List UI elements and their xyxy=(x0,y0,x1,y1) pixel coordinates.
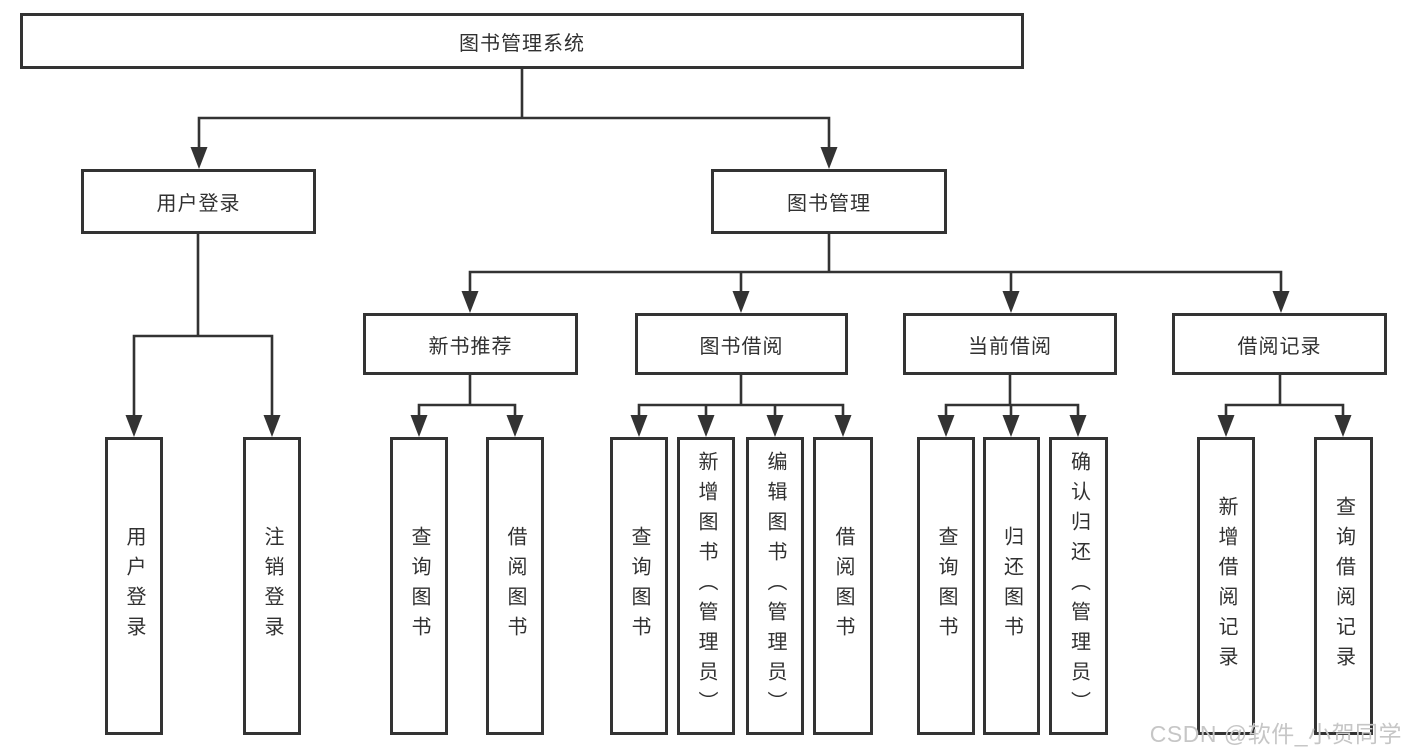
csdn-watermark: CSDN @软件_小贺同学 xyxy=(1149,721,1402,747)
node-current-borrowing: 当前借阅 xyxy=(903,313,1117,375)
node-label: 归还图书 xyxy=(1000,526,1023,646)
node-label: 新增图书（管理员） xyxy=(695,451,717,721)
node-label: 借阅记录 xyxy=(1237,335,1322,358)
leaf-add-borrow-record: 新增借阅记录 xyxy=(1197,437,1255,735)
leaf-query-borrow-record: 查询借阅记录 xyxy=(1314,437,1373,735)
node-label: 新书推荐 xyxy=(428,335,513,358)
node-book-management: 图书管理 xyxy=(711,169,947,234)
node-label: 借阅图书 xyxy=(504,526,526,646)
node-label: 用户登录 xyxy=(123,526,145,646)
node-label: 用户登录 xyxy=(156,193,241,215)
node-user-login: 用户登录 xyxy=(81,169,316,234)
node-label: 图书管理系统 xyxy=(459,32,585,55)
leaf-return-books: 归还图书 xyxy=(983,437,1040,735)
leaf-add-books-admin: 新增图书（管理员） xyxy=(677,437,735,735)
node-label: 查询图书 xyxy=(408,526,430,646)
leaf-query-books-current: 查询图书 xyxy=(917,437,975,735)
node-label: 注销登录 xyxy=(261,526,283,646)
leaf-borrow-books: 借阅图书 xyxy=(813,437,873,735)
leaf-edit-books-admin: 编辑图书（管理员） xyxy=(746,437,804,735)
node-label: 查询图书 xyxy=(935,526,957,646)
leaf-query-books-recommendation: 查询图书 xyxy=(390,437,448,735)
node-label: 图书借阅 xyxy=(699,335,784,358)
node-label: 图书管理 xyxy=(787,193,871,215)
node-label: 新增借阅记录 xyxy=(1215,496,1237,676)
node-label: 当前借阅 xyxy=(968,335,1052,358)
node-borrowing-records: 借阅记录 xyxy=(1172,313,1387,375)
leaf-user-login: 用户登录 xyxy=(105,437,163,735)
leaf-borrow-books-recommendation: 借阅图书 xyxy=(486,437,544,735)
node-label: 查询图书 xyxy=(628,526,650,646)
leaf-logout: 注销登录 xyxy=(243,437,301,735)
node-label: 借阅图书 xyxy=(832,526,854,646)
leaf-confirm-return-admin: 确认归还（管理员） xyxy=(1049,437,1108,735)
leaf-query-books-borrowing: 查询图书 xyxy=(610,437,668,735)
node-library-management-system: 图书管理系统 xyxy=(20,13,1024,69)
node-label: 查询借阅记录 xyxy=(1332,496,1355,676)
node-new-book-recommendation: 新书推荐 xyxy=(363,313,578,375)
node-book-borrowing: 图书借阅 xyxy=(635,313,848,375)
node-label: 确认归还（管理员） xyxy=(1067,451,1090,721)
node-label: 编辑图书（管理员） xyxy=(764,451,786,721)
